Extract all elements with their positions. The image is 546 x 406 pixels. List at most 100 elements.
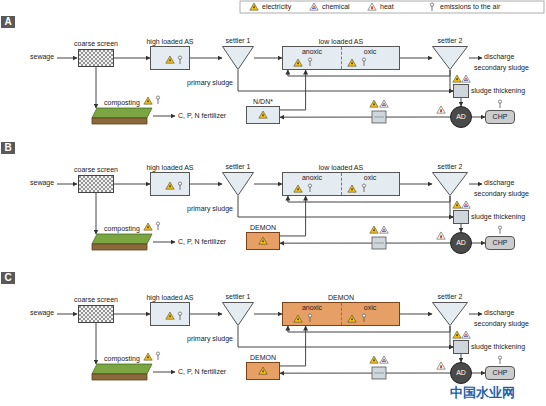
node-label: sludge thickening (471, 87, 525, 95)
letter-node: A (1, 16, 15, 28)
ad-node: AD (450, 232, 472, 254)
flow-arrow (472, 117, 485, 118)
node-label: N/DN* (253, 98, 273, 106)
flow-arrow (96, 67, 97, 108)
node-label: CHP (493, 113, 508, 121)
flow-arrow (280, 326, 306, 366)
flow-arrow (288, 326, 450, 332)
screen-node: coarse screen (78, 175, 114, 193)
flow-arrow (238, 326, 453, 347)
compost-base (92, 244, 147, 250)
flow-arrow (472, 243, 485, 244)
screen-grid (79, 50, 114, 67)
comp-shape (92, 364, 152, 380)
digester-shape (451, 233, 472, 254)
settler-outline (433, 47, 468, 70)
legend-text: electricity (262, 3, 291, 10)
settler-node: settler 2 (432, 46, 468, 70)
settler-shape (222, 46, 254, 70)
stream-label: discharge (484, 53, 514, 61)
flow-arrow (190, 314, 222, 315)
flow-arrow (280, 373, 450, 374)
stream-label: discharge (484, 179, 514, 187)
panel-a-decor (57, 56, 502, 123)
node-label: low loaded AS (319, 164, 363, 172)
settler-shape (432, 172, 468, 196)
node-label: CHP (493, 369, 508, 377)
panel-b-decor (57, 182, 502, 249)
compost-top (92, 234, 152, 244)
comp-shape (92, 108, 152, 124)
legend-item: chemical (322, 3, 350, 11)
flow-arrow (280, 243, 450, 244)
node-label: coarse screen (74, 296, 118, 304)
screen-shape (78, 49, 114, 67)
settler-outline (433, 173, 468, 196)
screen-grid (79, 306, 114, 323)
stream-label: secondary sludge (474, 320, 529, 328)
legend-text: heat (380, 3, 394, 10)
stream-label: C, P, N fertilizer (178, 368, 226, 376)
settler-shape (222, 302, 254, 326)
stream-label: C, P, N fertilizer (178, 112, 226, 120)
node-label: composting (104, 355, 140, 363)
node-label: low loaded AS (319, 38, 363, 46)
compost-top (92, 108, 152, 118)
zone-divider (341, 303, 342, 325)
stream-label: primary sludge (187, 335, 233, 343)
flow-arrow (114, 58, 150, 59)
zone-label: anoxic (283, 48, 341, 56)
settler-shape (432, 302, 468, 326)
settler-outline (433, 303, 468, 326)
compost-base (92, 374, 147, 380)
ad-node: AD (450, 362, 472, 384)
flow-arrow (114, 184, 150, 185)
flow-arrow (254, 58, 282, 59)
legend-icon (310, 3, 318, 10)
thick-node: sludge thickening (453, 340, 469, 354)
node-label: composting (104, 99, 140, 107)
settler-shape (432, 46, 468, 70)
letter-node: C (1, 272, 15, 284)
flow-arrow (280, 196, 306, 236)
legend-icon (250, 3, 258, 10)
stream-label: C, P, N fertilizer (178, 238, 226, 246)
digester-shape (451, 107, 472, 128)
settler-node: settler 1 (222, 172, 254, 196)
legend-item: emissions to the air (440, 3, 500, 11)
node-label: AD (456, 113, 466, 121)
stream-label: sewage (30, 53, 54, 61)
node-label: composting (104, 225, 140, 233)
node-label: DEMON (250, 224, 276, 232)
legend-icon (430, 3, 433, 11)
legend-text: emissions to the air (440, 3, 500, 10)
stream-label: secondary sludge (474, 64, 529, 72)
comp-node: composting (92, 234, 152, 250)
stream-label: sewage (30, 309, 54, 317)
flow-arrow (254, 314, 282, 315)
flow-arrow (461, 98, 462, 106)
node-label: DEMON (250, 354, 276, 362)
chp-node: CHP (485, 366, 515, 380)
zone-divider (341, 173, 342, 195)
flow-arrow (114, 314, 150, 315)
node-label: coarse screen (74, 40, 118, 48)
node-label: high loaded AS (146, 294, 193, 302)
comp-node: composting (92, 108, 152, 124)
node-label: sludge thickening (471, 343, 525, 351)
comp-shape (92, 234, 152, 250)
flow-arrow (238, 196, 453, 217)
compost-base (92, 118, 147, 124)
zone-label: anoxic (283, 174, 341, 182)
flow-arrow (288, 70, 450, 76)
flow-arrow (190, 184, 222, 185)
settler-outline (223, 173, 254, 196)
node-label: CHP (493, 239, 508, 247)
node-label: AD (456, 369, 466, 377)
stream-label: secondary sludge (474, 190, 529, 198)
node-label: high loaded AS (146, 38, 193, 46)
comp-node: composting (92, 364, 152, 380)
flow-arrow (400, 314, 432, 315)
flow-arrow (472, 373, 485, 374)
